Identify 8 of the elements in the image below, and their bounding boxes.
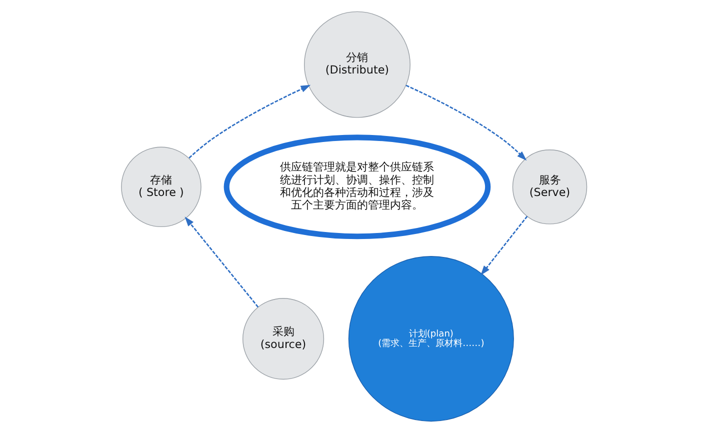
- arrow: [480, 215, 528, 275]
- node-circle: 采购 (source): [242, 298, 324, 380]
- node-circle: 计划(plan) (需求、生产、原材料……): [348, 256, 514, 422]
- arrow: [405, 84, 526, 160]
- node-circle: 分销 (Distribute): [303, 10, 410, 118]
- node-ellipse: 供应链管理就是对整个供应链系统进行计划、协调、操作、控制和优化的各种活动和过程，涉及五个主要方面的管理内容。: [223, 134, 490, 239]
- arrow: [188, 84, 310, 158]
- arrow: [184, 216, 258, 307]
